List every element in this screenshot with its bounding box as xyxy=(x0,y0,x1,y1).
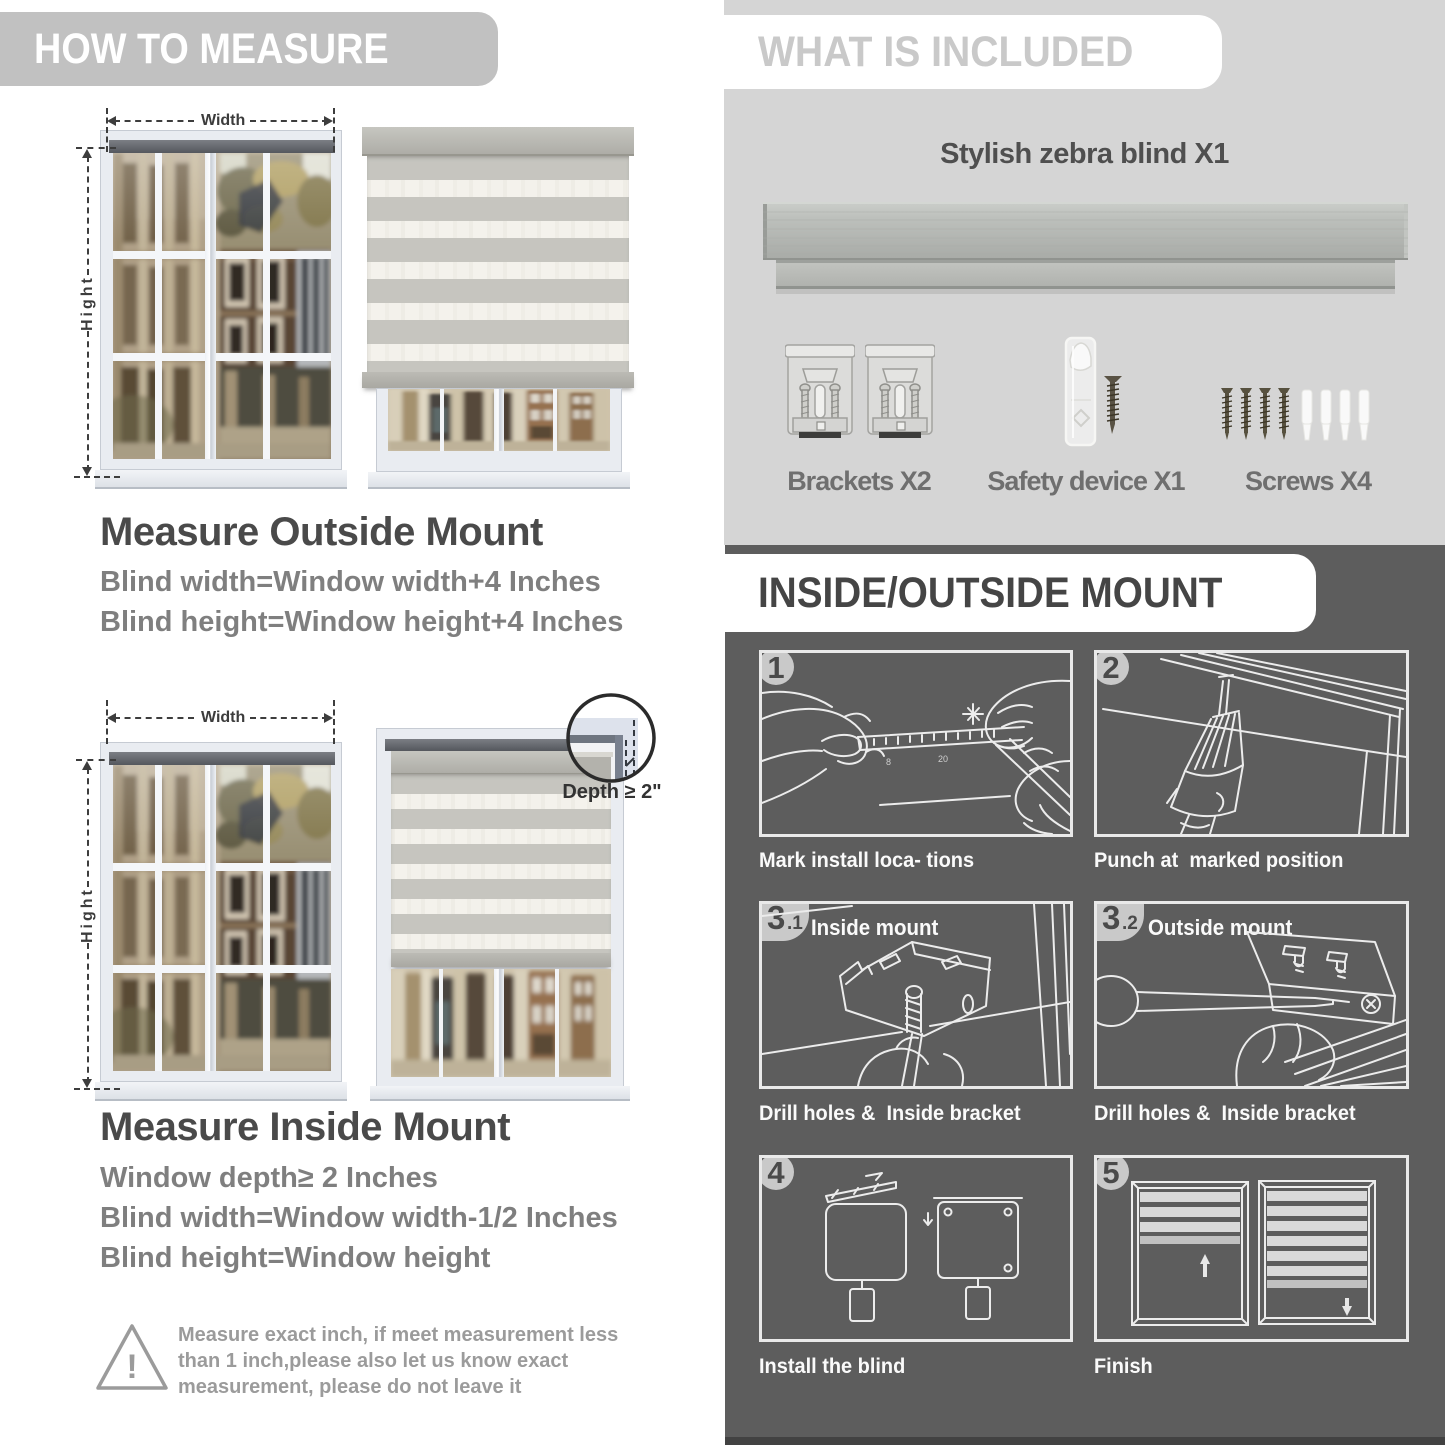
svg-text:20: 20 xyxy=(938,754,948,764)
svg-text:8: 8 xyxy=(886,757,891,767)
svg-text:!: ! xyxy=(126,1348,137,1386)
